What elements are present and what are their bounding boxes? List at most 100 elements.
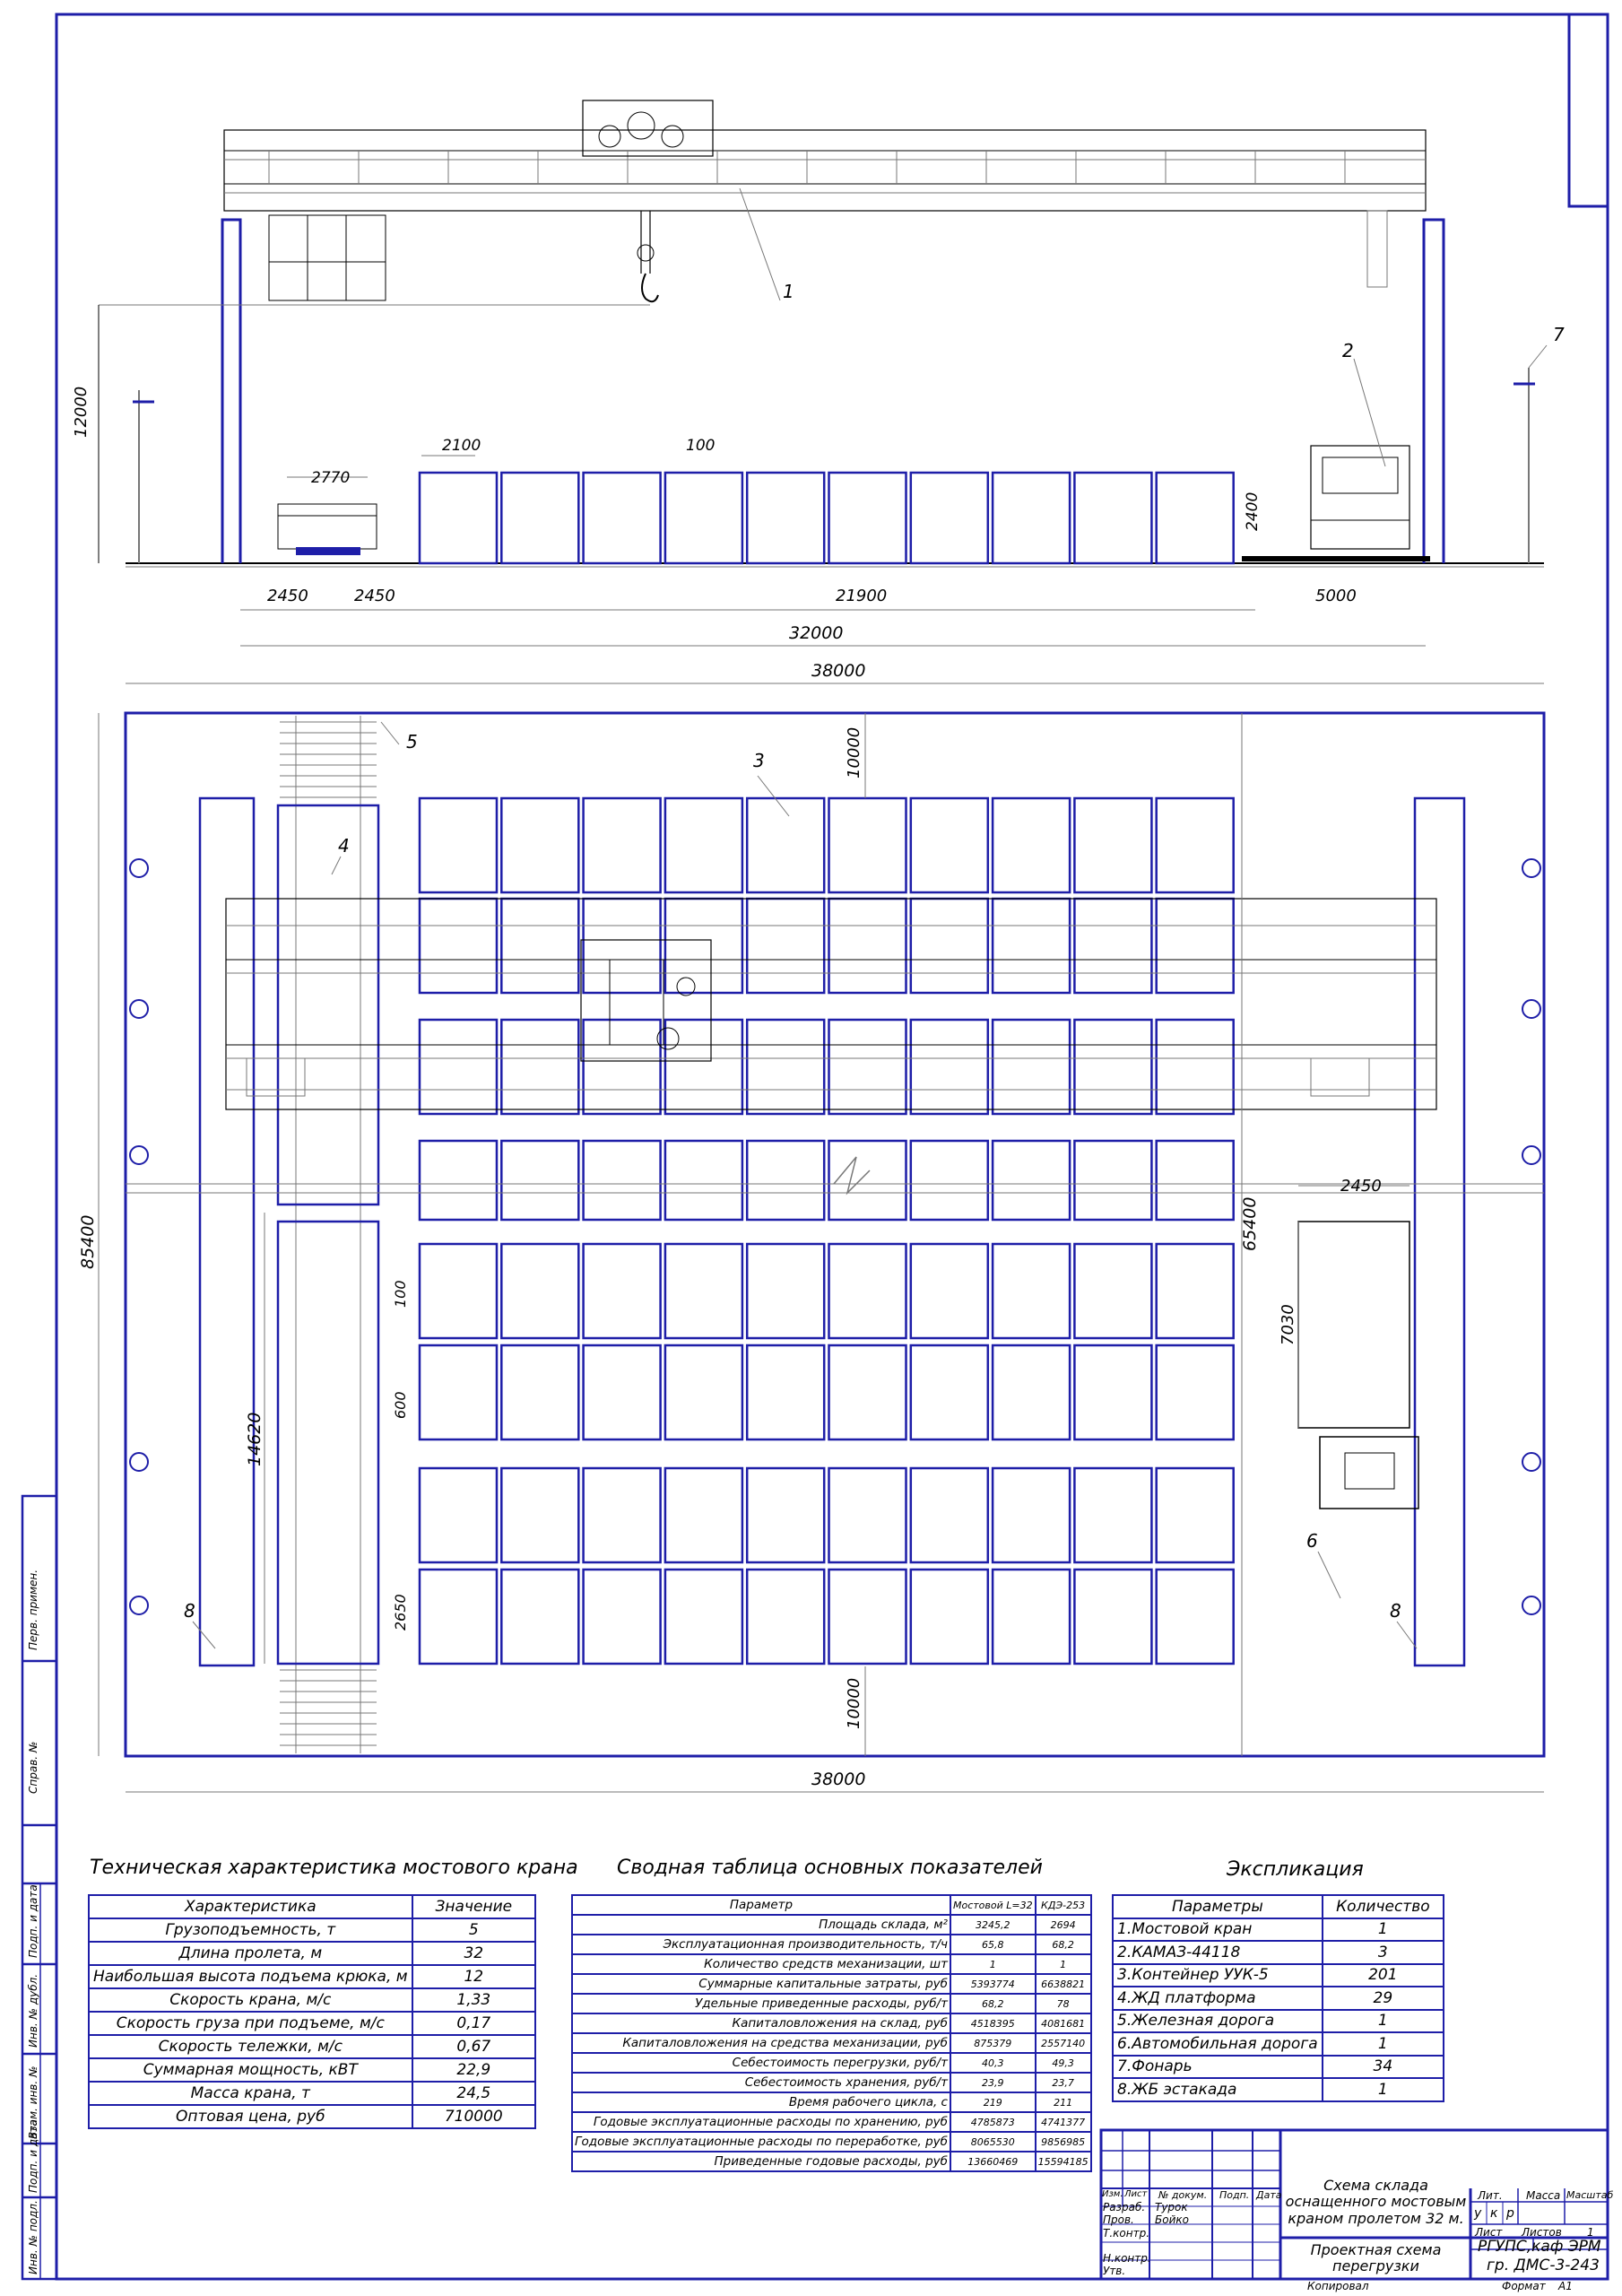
summary-row-cell: 6638821: [1034, 1973, 1092, 1995]
tb-lit-u: у: [1474, 2206, 1482, 2221]
dim-2450-b: 2450: [354, 587, 395, 605]
container-box: [828, 471, 907, 565]
elevation-dimensions: [126, 455, 1544, 684]
container-box: [1073, 471, 1153, 565]
stamp-perv-primen: Перв. примен.: [27, 1569, 39, 1650]
dim-2100: 2100: [442, 437, 481, 455]
container-box: [745, 796, 826, 894]
kamaz-truck-elevation: [1242, 445, 1430, 561]
dim-65400: 65400: [1240, 1197, 1260, 1251]
container-box: [582, 1344, 662, 1441]
lamp-right: [1514, 368, 1535, 563]
container-box: [745, 1139, 826, 1222]
callout-4: 4: [338, 835, 350, 857]
stamp-inv-podl: Инв. № подл.: [27, 2200, 39, 2274]
summary-row-cell: Площадь склада, м²: [571, 1914, 951, 1935]
summary-row-cell: 4518395: [949, 2013, 1037, 2034]
stamp-sprav-no: Справ. №: [27, 1741, 39, 1794]
dim-2770: 2770: [311, 469, 350, 487]
explication-row-cell: 5.Железная дорога: [1112, 2008, 1323, 2033]
dim-85400: 85400: [78, 1215, 98, 1269]
container-box: [828, 1018, 907, 1116]
dim-100: 100: [686, 437, 715, 455]
summary-row-cell: 875379: [949, 2032, 1037, 2054]
container-box: [500, 471, 580, 565]
tb-col-data: Дата: [1256, 2189, 1282, 2201]
lamp-left: [133, 390, 154, 563]
container-box: [909, 1344, 990, 1441]
summary-row-cell: 211: [1034, 2092, 1092, 2113]
summary-row-cell: Эксплуатационная производительность, т/ч: [571, 1934, 951, 1955]
dim-38000-bottom: 38000: [811, 1770, 865, 1789]
explication-row-cell: 1: [1321, 2077, 1445, 2102]
callout-3: 3: [753, 750, 765, 771]
dim-10000-bottom: 10000: [845, 1678, 863, 1729]
container-box: [991, 897, 1071, 995]
tb-razrab: Разраб.: [1103, 2201, 1146, 2213]
summary-row-cell: 4785873: [949, 2111, 1037, 2133]
container-box: [418, 1466, 499, 1564]
trolley: [582, 100, 714, 157]
container-box: [582, 1018, 662, 1116]
explication-row-cell: 29: [1321, 1986, 1445, 2011]
summary-row: Годовые эксплуатационные расходы по пере…: [571, 2131, 1092, 2152]
summary-row-cell: Время рабочего цикла, с: [571, 2092, 951, 2113]
callout-8-left: 8: [184, 1600, 195, 1622]
container-box: [745, 1018, 826, 1116]
callout-leaders: [192, 187, 1548, 1649]
crane-row-cell: 32: [411, 1941, 537, 1966]
explication-col-header: Параметры: [1112, 1894, 1323, 1919]
explication-row-cell: 6.Автомобильная дорога: [1112, 2031, 1323, 2057]
container-box: [909, 1568, 990, 1665]
tb-listov: Листов: [1522, 2226, 1562, 2239]
lamp-icon: [1522, 1596, 1541, 1615]
explication-row-cell: 2.КАМАЗ-44118: [1112, 1940, 1323, 1965]
crane-col-header: Характеристика: [88, 1894, 413, 1919]
estakada-right: [1413, 796, 1466, 1667]
container-box: [991, 1242, 1071, 1340]
container-box: [745, 1344, 826, 1441]
elevation-view: [98, 100, 1544, 568]
container-box: [582, 471, 662, 565]
container-box: [664, 471, 744, 565]
container-box: [1155, 1344, 1235, 1441]
container-box: [582, 1466, 662, 1564]
container-box: [500, 1568, 580, 1665]
tb-utv: Утв.: [1103, 2265, 1126, 2277]
summary-table-title: Сводная таблица основных показателей: [617, 1857, 1043, 1879]
container-box: [418, 1018, 499, 1116]
dim-14620: 14620: [245, 1413, 265, 1466]
kamaz-truck-plan: [1297, 1221, 1419, 1509]
explication-row-cell: 201: [1321, 1962, 1445, 1987]
summary-row-cell: Годовые эксплуатационные расходы по пере…: [571, 2131, 951, 2152]
dim-100-plan: 100: [392, 1280, 409, 1308]
container-box: [500, 1466, 580, 1564]
container-box: [909, 1242, 990, 1340]
summary-row-cell: 23,9: [949, 2072, 1037, 2093]
hook-block: [637, 244, 655, 262]
stamp-podp-data-1: Подп. и дата: [27, 1884, 39, 1958]
container-box: [418, 1568, 499, 1665]
tb-lit: Лит.: [1478, 2189, 1503, 2202]
dim-2450-plan: 2450: [1340, 1177, 1382, 1196]
container-box: [991, 796, 1071, 894]
summary-row-cell: 1: [949, 1953, 1037, 1975]
container-box: [500, 1242, 580, 1340]
container-box: [1155, 1466, 1235, 1564]
tb-massa: Масса: [1526, 2189, 1561, 2202]
container-box: [991, 1344, 1071, 1441]
dim-38000-top: 38000: [811, 661, 865, 681]
container-box: [1155, 796, 1235, 894]
container-box: [745, 1242, 826, 1340]
side-stamp: [21, 1494, 58, 2281]
summary-row-cell: Приведенные годовые расходы, руб: [571, 2151, 951, 2172]
summary-col-header: КДЭ-253: [1034, 1894, 1092, 1916]
crane-specs-table: Характеристика Значение Грузоподъемность…: [88, 1894, 537, 2129]
container-box: [664, 1466, 744, 1564]
